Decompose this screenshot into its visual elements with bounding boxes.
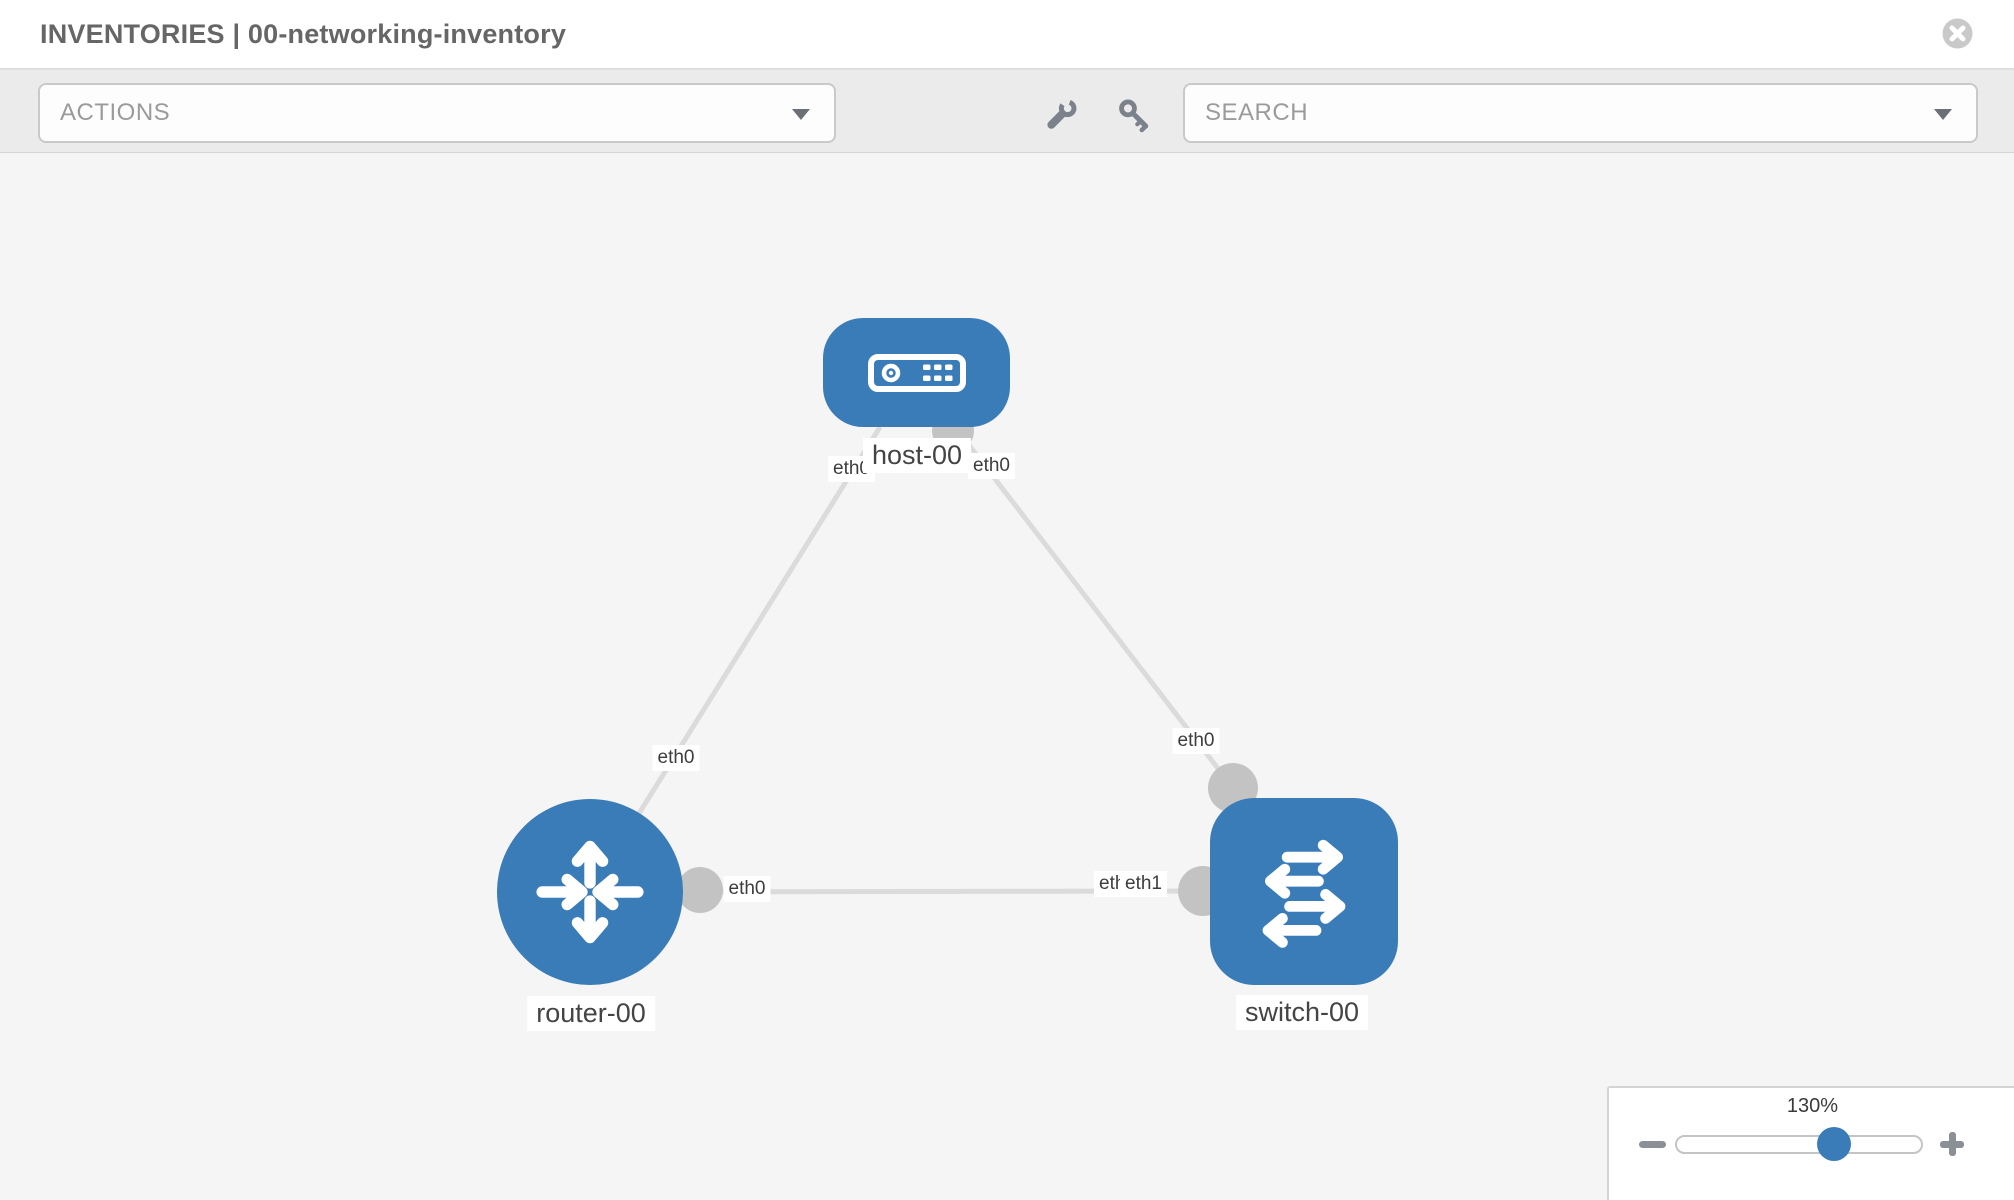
topology-links-layer	[587, 410, 1258, 916]
toolbar: ACTIONS SEARCH	[0, 70, 2014, 153]
router-icon	[536, 840, 644, 944]
page-title: INVENTORIES | 00-networking-inventory	[40, 19, 567, 49]
zoom-out-button[interactable]	[1639, 1141, 1666, 1148]
zoom-slider-track[interactable]	[1675, 1135, 1923, 1154]
interface-label-switch-side-front: eth1	[1120, 871, 1167, 897]
zoom-slider-thumb[interactable]	[1817, 1127, 1851, 1161]
chevron-down-icon	[792, 109, 810, 120]
key-button[interactable]	[1116, 97, 1152, 138]
node-host-00[interactable]	[823, 318, 1010, 427]
actions-dropdown[interactable]: ACTIONS	[38, 83, 836, 143]
wrench-icon	[1047, 93, 1077, 129]
plus-icon	[1948, 1132, 1956, 1156]
interface-label-link-host-switch: eth0	[1172, 728, 1220, 754]
zoom-control-panel: 130%	[1607, 1086, 2014, 1200]
wrench-button[interactable]	[1045, 93, 1079, 136]
interface-label-host-right: eth0	[968, 453, 1015, 479]
search-dropdown-label: SEARCH	[1205, 99, 1309, 126]
link-host-switch[interactable]	[953, 425, 1235, 790]
zoom-level-value: 130%	[1786, 1095, 1839, 1117]
key-icon	[1119, 99, 1149, 133]
topology-canvas[interactable]: eth0 eth0 eth0 eth0 eth0 eth0 eth1 host-…	[0, 153, 2014, 1200]
interface-bubble-router	[677, 867, 723, 913]
node-switch-00[interactable]	[1210, 798, 1398, 985]
switch-icon	[1262, 839, 1346, 948]
node-router-00[interactable]	[497, 799, 683, 985]
interface-bubbles	[677, 410, 1258, 916]
zoom-in-button[interactable]	[1939, 1131, 1965, 1157]
node-label-host-00: host-00	[862, 438, 972, 473]
chevron-down-icon	[1934, 109, 1952, 120]
topology-links	[587, 425, 1235, 895]
interface-label-router-side: eth0	[723, 876, 771, 902]
page-header: INVENTORIES | 00-networking-inventory	[0, 0, 2014, 70]
host-icon	[867, 353, 966, 392]
search-dropdown[interactable]: SEARCH	[1183, 83, 1978, 143]
node-label-switch-00: switch-00	[1235, 995, 1369, 1030]
node-label-router-00: router-00	[527, 996, 655, 1031]
actions-dropdown-label: ACTIONS	[60, 99, 171, 126]
interface-label-host-left: eth0	[828, 456, 875, 482]
close-button[interactable]	[1942, 18, 1973, 49]
interface-label-link-host-router: eth0	[652, 745, 700, 771]
close-icon	[1942, 18, 1973, 49]
